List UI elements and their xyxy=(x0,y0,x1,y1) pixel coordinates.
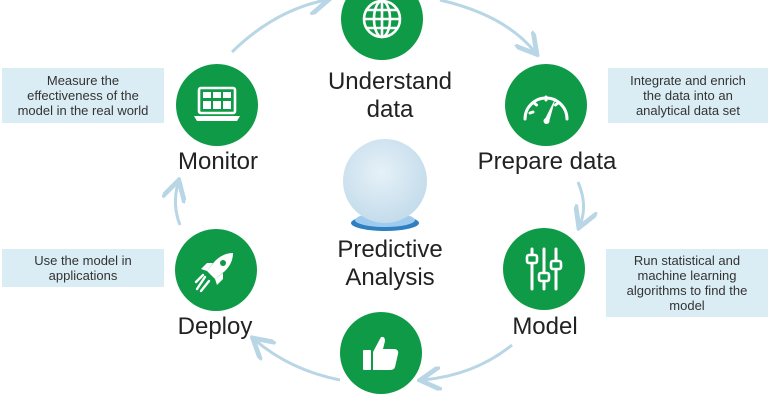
arrow-model-to-evaluate xyxy=(423,343,513,380)
arrow-prepare-to-model xyxy=(578,181,584,225)
label-prepare-data: Prepare data xyxy=(477,148,617,175)
arrow-monitor-to-understand xyxy=(230,0,326,54)
node-prepare-data xyxy=(505,64,587,146)
center-title-line-1: Predictive xyxy=(337,236,443,263)
note-prepare: Integrate and enrich the data into an an… xyxy=(608,68,768,123)
gauge-icon xyxy=(523,95,569,124)
rocket-icon xyxy=(194,253,233,293)
note-model-line-1: Run statistical and xyxy=(633,253,741,268)
note-model-line-3: algorithms to find the xyxy=(626,283,748,298)
arrow-deploy-to-monitor xyxy=(175,183,180,226)
label-monitor: Monitor xyxy=(177,148,259,175)
center-title-line-2: Analysis xyxy=(345,264,435,291)
note-monitor-line-2: effectiveness of the xyxy=(27,88,139,103)
label-model: Model xyxy=(512,313,578,340)
arrow-evaluate-to-deploy xyxy=(255,340,341,382)
note-monitor: Measure the effectiveness of the model i… xyxy=(2,68,164,123)
note-deploy-line-2: applications xyxy=(48,268,118,283)
note-deploy: Use the model in applications xyxy=(2,249,164,287)
note-model-line-2: machine learning xyxy=(637,268,737,283)
note-deploy-line-1: Use the model in xyxy=(34,253,132,268)
note-prepare-line-3: analytical data set xyxy=(635,103,741,118)
note-model-line-4: model xyxy=(669,298,705,313)
node-monitor xyxy=(176,64,258,146)
label-understand-data: Understand data xyxy=(305,68,475,124)
note-monitor-line-1: Measure the xyxy=(46,73,120,88)
label-deploy: Deploy xyxy=(177,313,253,340)
thumbs-up-icon xyxy=(363,336,399,370)
sliders-icon xyxy=(525,247,563,291)
node-evaluate xyxy=(340,312,422,394)
note-monitor-line-3: model in the real world xyxy=(17,103,149,118)
center-title: Predictive Analysis xyxy=(305,236,475,292)
note-prepare-line-1: Integrate and enrich xyxy=(630,73,746,88)
label-understand-line-1: Understand xyxy=(327,68,453,95)
crystal-ball-icon xyxy=(343,139,427,231)
node-model xyxy=(503,228,585,310)
monitor-icon xyxy=(194,86,240,121)
globe-icon xyxy=(362,0,402,39)
node-deploy xyxy=(175,229,257,311)
arrow-understand-to-prepare xyxy=(439,0,535,52)
note-prepare-line-2: the data into an xyxy=(643,88,733,103)
note-model: Run statistical and machine learning alg… xyxy=(606,249,768,317)
label-understand-line-2: data xyxy=(366,96,414,123)
